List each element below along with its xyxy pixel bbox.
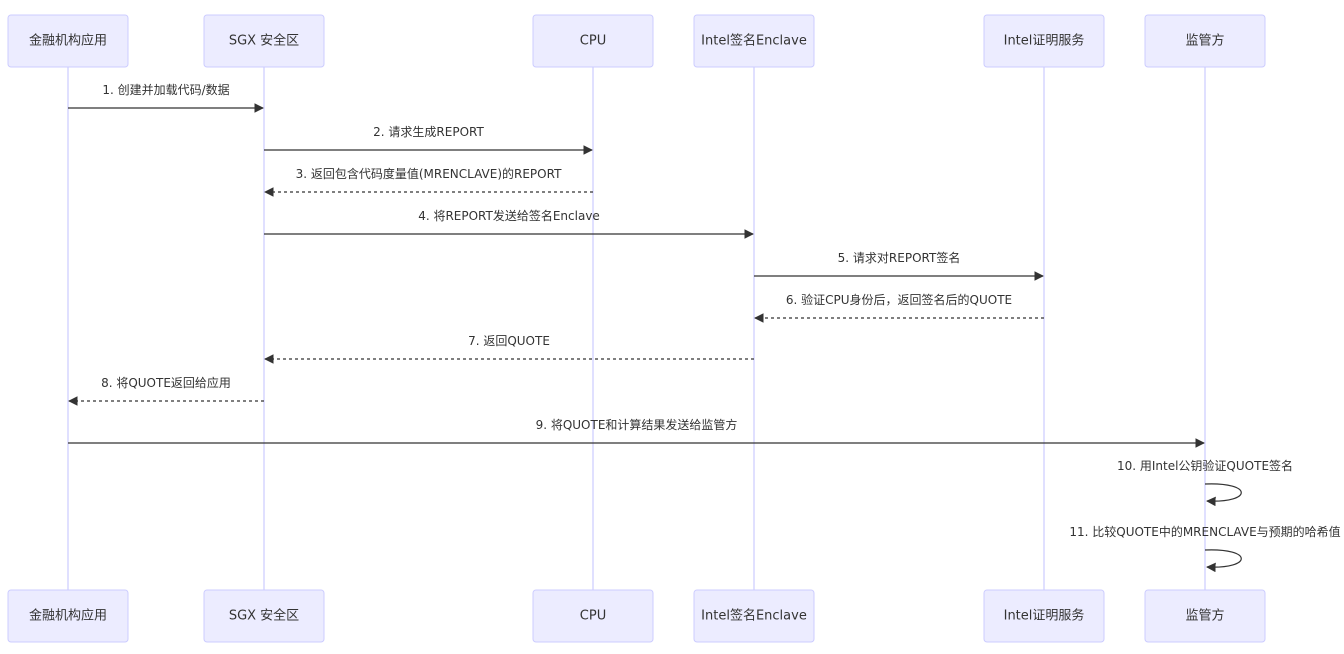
message-10: 10. 用Intel公钥验证QUOTE签名 <box>1117 458 1293 507</box>
participant-label: 监管方 <box>1185 608 1224 624</box>
participant-app-bottom: 金融机构应用 <box>7 589 129 643</box>
participant-cpu-bottom: CPU <box>532 589 654 643</box>
participant-attest-top: Intel证明服务 <box>983 14 1105 68</box>
message-6: 6. 验证CPU身份后，返回签名后的QUOTE <box>754 292 1044 323</box>
message-label: 10. 用Intel公钥验证QUOTE签名 <box>1117 458 1293 473</box>
participant-box <box>532 14 654 68</box>
participant-label: SGX 安全区 <box>229 33 299 49</box>
participant-box <box>532 589 654 643</box>
participant-reg-bottom: 监管方 <box>1144 589 1266 643</box>
participant-label: 监管方 <box>1185 33 1224 49</box>
participant-box <box>693 14 815 68</box>
message-label: 11. 比较QUOTE中的MRENCLAVE与预期的哈希值 <box>1069 524 1340 539</box>
messages: 1. 创建并加载代码/数据 2. 请求生成REPORT 3. 返回包含代码度量值(M… <box>68 82 1341 573</box>
participant-sign-top: Intel签名Enclave <box>693 14 815 68</box>
message-4: 4. 将REPORT发送给签名Enclave <box>264 208 754 239</box>
message-label: 4. 将REPORT发送给签名Enclave <box>418 208 600 223</box>
participant-label: Intel证明服务 <box>1004 33 1085 49</box>
message-label: 5. 请求对REPORT签名 <box>838 250 961 265</box>
participant-box <box>203 14 325 68</box>
message-label: 3. 返回包含代码度量值(MRENCLAVE)的REPORT <box>296 166 563 181</box>
message-7: 7. 返回QUOTE <box>264 334 754 364</box>
participant-box <box>7 14 129 68</box>
message-label: 9. 将QUOTE和计算结果发送给监管方 <box>536 417 738 432</box>
participant-label: 金融机构应用 <box>29 33 107 49</box>
participant-sign-bottom: Intel签名Enclave <box>693 589 815 643</box>
message-label: 8. 将QUOTE返回给应用 <box>101 375 231 390</box>
participant-box <box>1144 589 1266 643</box>
participants-top: 金融机构应用 SGX 安全区 CPU Intel签名Enclave Intel证明服务 监… <box>7 14 1266 68</box>
message-arrow <box>1204 483 1242 507</box>
message-5: 5. 请求对REPORT签名 <box>754 250 1044 281</box>
participants-bottom: 金融机构应用 SGX 安全区 CPU Intel签名Enclave Intel证明服务 监… <box>7 589 1266 643</box>
participant-box <box>7 589 129 643</box>
message-label: 6. 验证CPU身份后，返回签名后的QUOTE <box>786 292 1012 307</box>
participant-label: SGX 安全区 <box>229 608 299 624</box>
message-9: 9. 将QUOTE和计算结果发送给监管方 <box>68 417 1205 448</box>
participant-box <box>693 589 815 643</box>
message-label: 2. 请求生成REPORT <box>373 125 484 139</box>
participant-label: CPU <box>580 34 606 49</box>
participant-box <box>1144 14 1266 68</box>
participant-cpu-top: CPU <box>532 14 654 68</box>
participant-box <box>203 589 325 643</box>
participant-label: Intel签名Enclave <box>701 33 807 49</box>
participant-sgx-top: SGX 安全区 <box>203 14 325 68</box>
message-1: 1. 创建并加载代码/数据 <box>68 82 264 113</box>
participant-sgx-bottom: SGX 安全区 <box>203 589 325 643</box>
message-label: 1. 创建并加载代码/数据 <box>102 82 229 97</box>
participant-app-top: 金融机构应用 <box>7 14 129 68</box>
message-2: 2. 请求生成REPORT <box>264 125 593 155</box>
participant-box <box>983 589 1105 643</box>
participant-reg-top: 监管方 <box>1144 14 1266 68</box>
message-11: 11. 比较QUOTE中的MRENCLAVE与预期的哈希值 <box>1069 524 1341 573</box>
message-arrow <box>1204 549 1242 573</box>
participant-label: Intel签名Enclave <box>701 608 807 624</box>
message-8: 8. 将QUOTE返回给应用 <box>68 375 264 406</box>
participant-box <box>983 14 1105 68</box>
message-3: 3. 返回包含代码度量值(MRENCLAVE)的REPORT <box>264 166 593 197</box>
lifelines <box>67 67 1206 590</box>
message-label: 7. 返回QUOTE <box>468 334 550 348</box>
participant-label: CPU <box>580 609 606 624</box>
participant-attest-bottom: Intel证明服务 <box>983 589 1105 643</box>
participant-label: 金融机构应用 <box>29 608 107 624</box>
participant-label: Intel证明服务 <box>1004 608 1085 624</box>
